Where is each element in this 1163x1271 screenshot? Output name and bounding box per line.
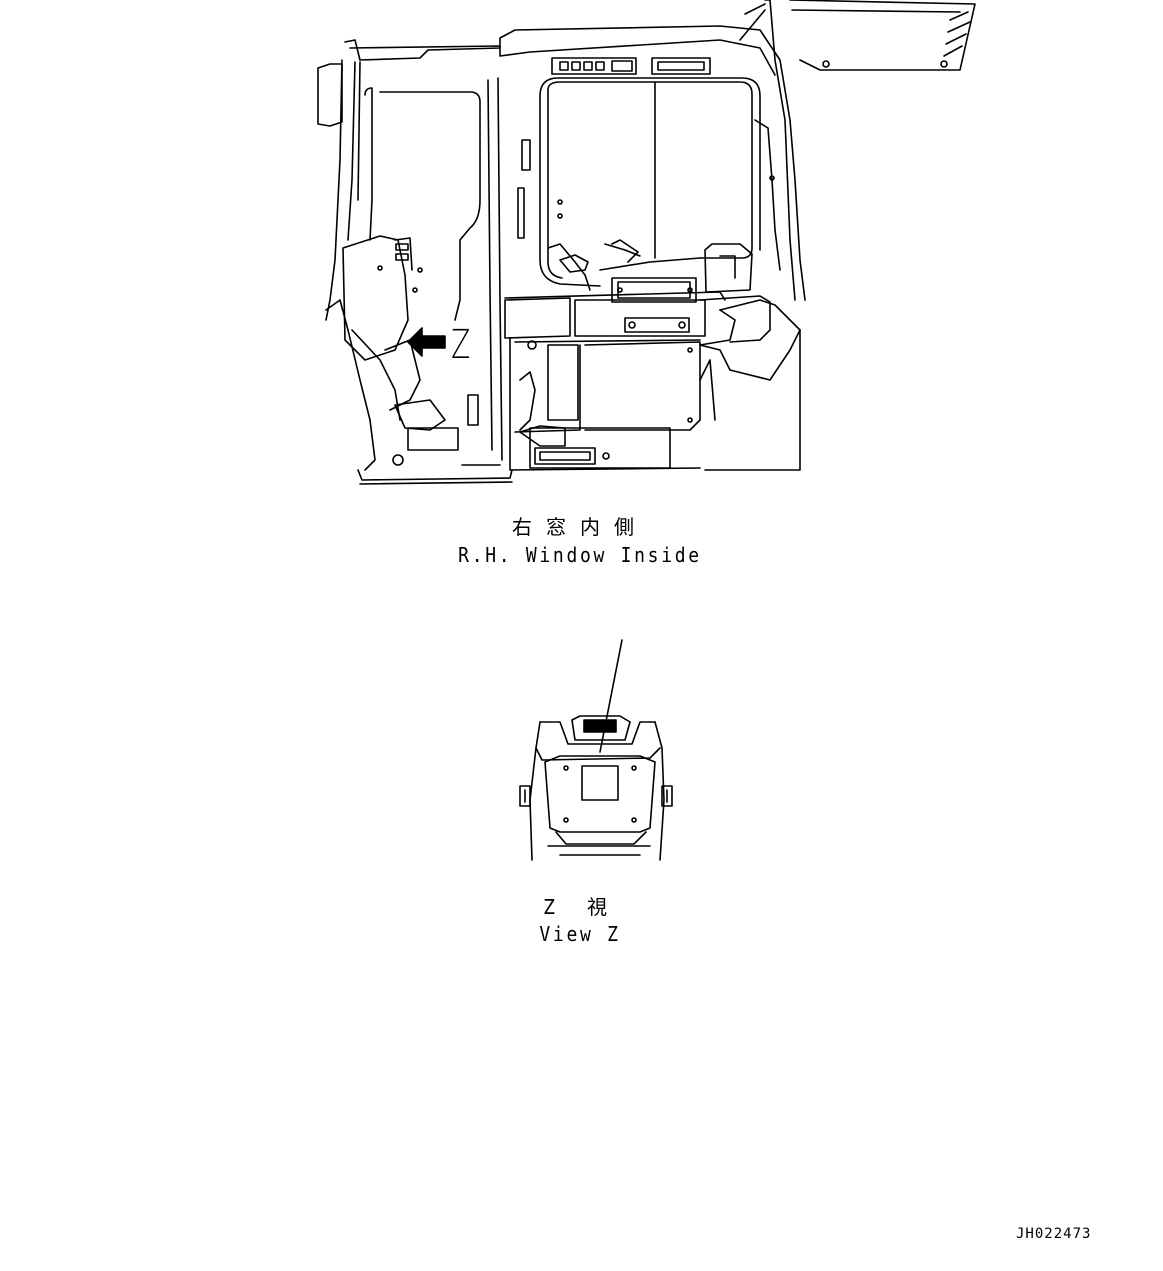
view-z-arrow-label: Z [451,322,471,368]
main-view-caption-en: R.H. Window Inside [458,543,702,567]
drawing-id: JH022473 [1016,1226,1092,1242]
detail-view-caption-jp: Z 視 [542,895,618,919]
label-location-box [581,765,619,801]
view-z-detail [519,639,673,861]
main-view-caption-jp: 右窓内側 [512,515,648,539]
detail-view-caption-en: View Z [539,922,621,946]
cab-main-view [317,0,976,485]
